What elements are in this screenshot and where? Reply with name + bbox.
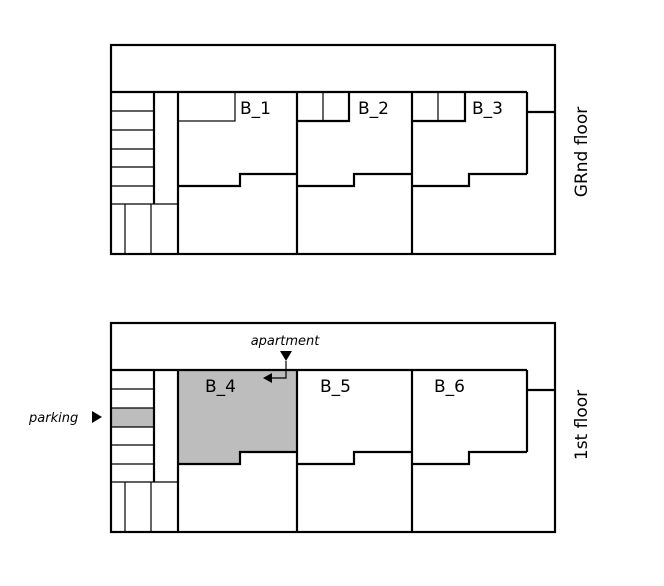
- unit-label-b6: B_6: [434, 377, 465, 397]
- entrance-arrow-icon: [263, 361, 287, 383]
- ground-floor-plan: B_1 B_2 B_3 GRnd floor: [109, 43, 592, 256]
- parking-pointer-icon: [92, 411, 102, 423]
- apartment-annotation: apartment: [251, 334, 321, 349]
- parking-annotation: parking: [28, 411, 78, 426]
- floor-label-ground: GRnd floor: [572, 107, 592, 197]
- apartment-pointer-icon: [280, 351, 292, 361]
- floor-label-first: 1st floor: [572, 390, 592, 460]
- unit-label-b3: B_3: [472, 99, 503, 119]
- unit-label-b4: B_4: [205, 377, 236, 397]
- first-floor-plan: B_4 B_5 B_6 1st floor apartment parking: [28, 321, 592, 534]
- unit-label-b5: B_5: [320, 377, 351, 397]
- unit-label-b2: B_2: [358, 99, 389, 119]
- highlighted-parking-space: [111, 408, 154, 427]
- unit-label-b1: B_1: [240, 99, 271, 119]
- highlighted-unit-b4: [178, 370, 297, 464]
